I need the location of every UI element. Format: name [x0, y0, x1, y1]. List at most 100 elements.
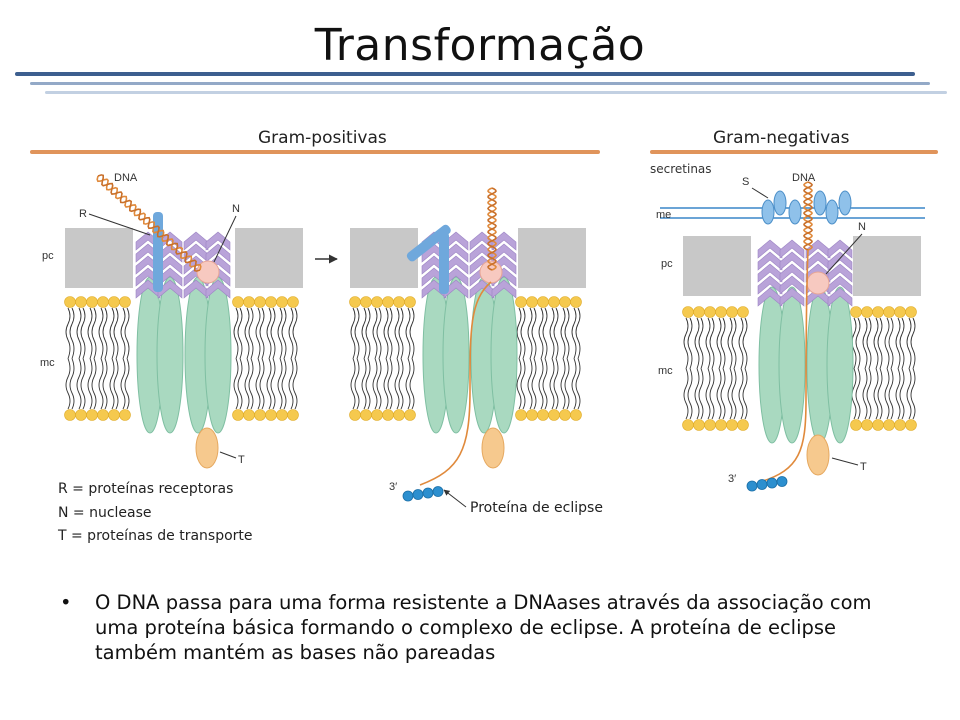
peptidoglycan-unit	[491, 279, 517, 299]
lipid-head	[537, 296, 549, 308]
lipid-head	[559, 409, 571, 421]
peptidoglycan-unit	[757, 251, 783, 271]
dna-label-gn: DNA	[792, 172, 816, 184]
cell-wall-block	[683, 236, 751, 296]
lipid-tail	[281, 307, 287, 359]
gram-positive-heading: Gram-positivas	[258, 128, 387, 148]
lipid-tail	[575, 307, 581, 359]
bullet-text: O DNA passa para uma forma resistente a …	[95, 591, 872, 664]
lipid-tail	[855, 368, 861, 420]
lipid-tail	[709, 368, 715, 420]
lipid-tail	[564, 307, 570, 359]
dna-helix	[96, 174, 202, 272]
lipid-tail	[877, 317, 883, 369]
lipid-tail	[292, 358, 298, 410]
legend: R = proteínas receptoras N = nuclease T …	[58, 478, 253, 549]
lipid-tail	[281, 358, 287, 410]
lipid-tail	[87, 358, 93, 410]
lipid-head	[682, 306, 694, 318]
lipid-tail	[91, 307, 97, 359]
lipid-tail	[542, 307, 548, 359]
lipid-tail	[361, 307, 367, 359]
lipid-tail	[102, 307, 108, 359]
lipid-tail	[361, 358, 367, 410]
lipid-tail	[266, 358, 272, 410]
lipid-head	[872, 306, 884, 318]
lipid-head	[64, 296, 76, 308]
lipid-head	[559, 296, 571, 308]
nuclease-protein	[196, 260, 220, 284]
transport-leader-gn	[831, 457, 859, 466]
lipid-tail	[683, 317, 689, 369]
lipid-head	[287, 409, 299, 421]
lipid-tail	[365, 358, 371, 410]
lipid-head	[265, 409, 277, 421]
title-rule-2	[30, 82, 930, 85]
cell-wall-block	[65, 228, 133, 288]
lipid-tail	[862, 317, 868, 369]
transport-protein	[481, 427, 505, 469]
lipid-tail	[866, 317, 872, 369]
lipid-tail	[709, 317, 715, 369]
lipid-tail	[266, 307, 272, 359]
lipid-tail	[716, 317, 722, 369]
lipid-tail	[516, 307, 522, 359]
peptidoglycan-unit	[779, 263, 805, 283]
cell-wall-block	[518, 228, 586, 288]
lipid-tail	[354, 307, 360, 359]
lipid-head	[393, 409, 405, 421]
lipid-tail	[516, 358, 522, 410]
eclipse-protein-beads	[402, 486, 444, 502]
lipid-tail	[109, 307, 115, 359]
lipid-head	[360, 296, 372, 308]
lipid-tail	[705, 368, 711, 420]
transport-leader	[219, 451, 237, 459]
lipid-head	[404, 409, 416, 421]
lipid-tail	[80, 358, 86, 410]
lipid-head	[548, 296, 560, 308]
lipid-tail	[398, 358, 404, 410]
secretin-s-label: S	[742, 176, 749, 188]
lipid-head	[726, 419, 738, 431]
lipid-head	[382, 409, 394, 421]
lipid-tail	[538, 307, 544, 359]
lipid-head	[715, 306, 727, 318]
lipid-head	[382, 296, 394, 308]
peptidoglycan-unit	[183, 279, 209, 299]
lipid-head	[693, 306, 705, 318]
lipid-head	[861, 306, 873, 318]
lipid-tail	[683, 368, 689, 420]
lipid-head	[75, 409, 87, 421]
lipid-tail	[350, 358, 356, 410]
lipid-tail	[731, 368, 737, 420]
lipid-tail	[409, 307, 415, 359]
slide-title: Transformação	[314, 20, 646, 71]
peptidoglycan-unit	[827, 239, 853, 259]
lipid-tail	[687, 317, 693, 369]
lipid-tail	[259, 358, 265, 410]
dna-label: DNA	[114, 172, 138, 184]
eclipse-bead	[432, 486, 444, 497]
lipid-tail	[65, 307, 71, 359]
lipid-tail	[553, 307, 559, 359]
lipid-tail	[233, 358, 239, 410]
lipid-tail	[113, 358, 119, 410]
lipid-tail	[527, 358, 533, 410]
lipid-tail	[527, 307, 533, 359]
lipid-tail	[895, 368, 901, 420]
lipid-tail	[372, 307, 378, 359]
lipid-tail	[120, 307, 126, 359]
secretin-proteins	[761, 190, 852, 225]
peptidoglycan-unit	[827, 275, 853, 295]
lipid-head	[850, 419, 862, 431]
lipid-tail	[888, 368, 894, 420]
eclipse-protein-label: Proteína de eclipse	[470, 500, 603, 516]
lipid-head	[883, 306, 895, 318]
lipid-head	[682, 419, 694, 431]
lipid-tail	[899, 368, 905, 420]
lipid-head	[872, 419, 884, 431]
lipid-head	[850, 306, 862, 318]
peptidoglycan-unit	[205, 279, 231, 299]
lipid-tail	[716, 368, 722, 420]
lipid-tail	[694, 317, 700, 369]
